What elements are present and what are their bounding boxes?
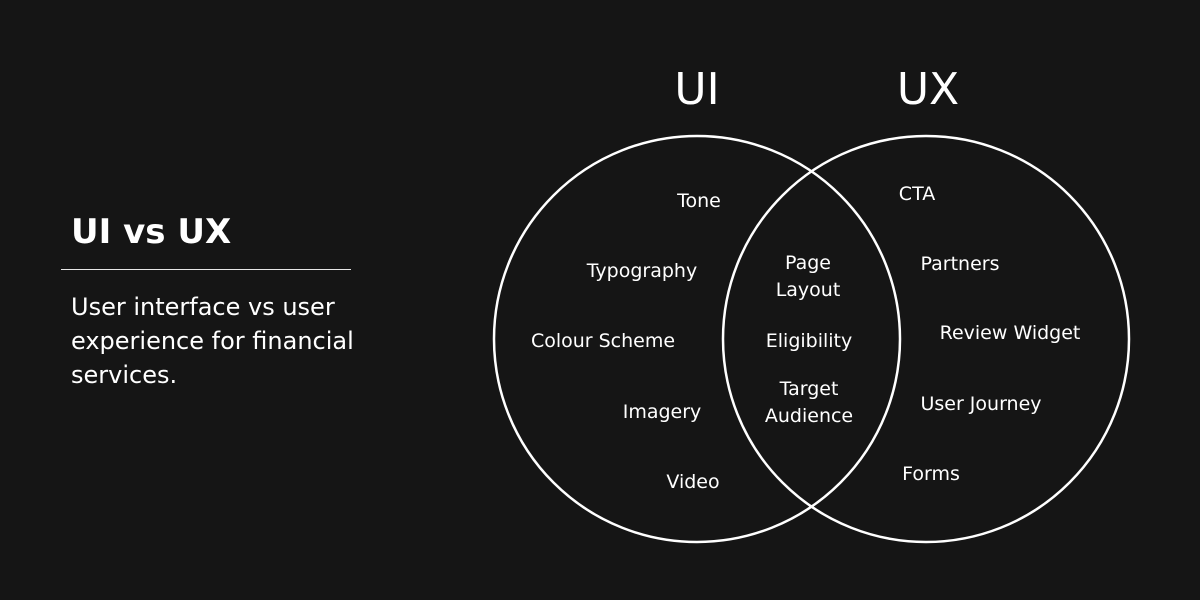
shared-item-page-layout-line1: Page — [785, 252, 831, 274]
ui-item-typography: Typography — [586, 260, 697, 282]
ux-item-review-widget: Review Widget — [940, 322, 1081, 344]
ui-item-imagery: Imagery — [623, 401, 702, 423]
ui-item-tone: Tone — [676, 190, 721, 212]
ux-item-forms: Forms — [902, 463, 960, 485]
page-description: User interface vs user experience for fi… — [71, 293, 354, 389]
shared-item-eligibility: Eligibility — [766, 330, 853, 352]
ui-item-video: Video — [666, 471, 719, 493]
ux-item-partners: Partners — [921, 253, 1000, 275]
ux-item-user-journey: User Journey — [920, 393, 1041, 415]
ui-item-colour-scheme: Colour Scheme — [531, 330, 675, 352]
ui-set-label: UI — [674, 64, 719, 115]
intro-panel: UI vs UX User interface vs user experien… — [0, 0, 440, 600]
title-divider — [61, 269, 351, 270]
ux-item-cta: CTA — [899, 183, 935, 205]
ux-set-label: UX — [897, 64, 959, 115]
ux-circle — [721, 134, 1131, 544]
shared-item-target-audience-line1: Target — [779, 378, 839, 400]
shared-item-target-audience-line2: Audience — [765, 405, 853, 427]
page-title: UI vs UX — [71, 212, 232, 252]
ui-circle — [492, 134, 902, 544]
shared-item-page-layout-line2: Layout — [776, 279, 841, 301]
